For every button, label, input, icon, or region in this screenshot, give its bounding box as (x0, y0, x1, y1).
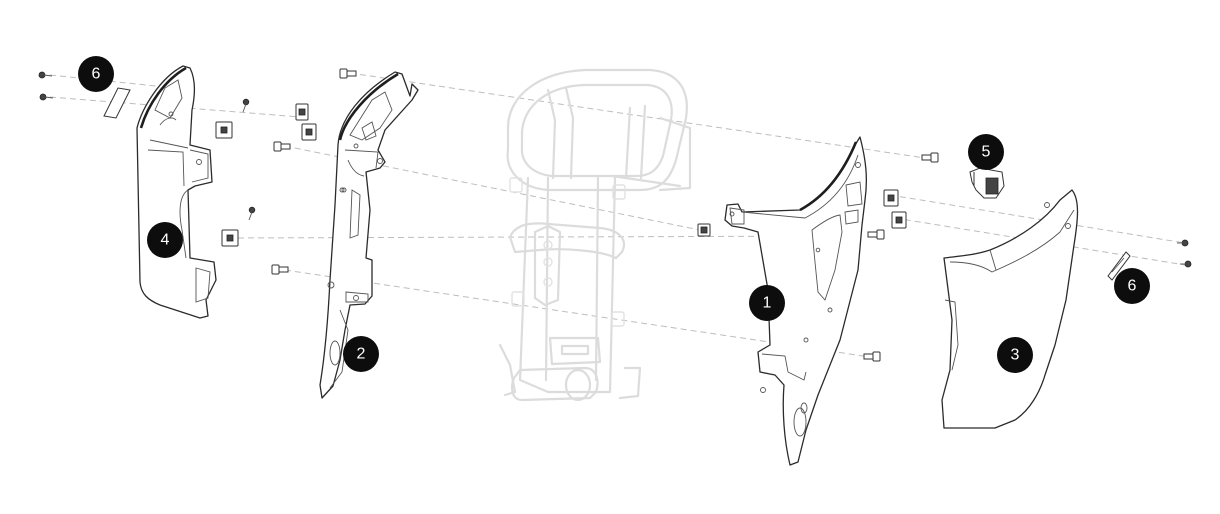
callout-2-circle (343, 336, 379, 372)
callout-3-circle (997, 337, 1033, 373)
clip-nut-5 (697, 223, 711, 237)
callout-6-left-label: 6 (92, 66, 101, 83)
callout-6-right: 6 (1114, 268, 1150, 304)
bolt-mid-right (867, 229, 885, 240)
part-2-left-inner-panel (319, 71, 419, 399)
screw-left-bottom (39, 93, 54, 101)
callout-4: 4 (147, 222, 183, 258)
clip-nuts (215, 103, 907, 247)
callout-3: 3 (997, 337, 1033, 373)
callout-3-label: 3 (1011, 347, 1020, 364)
callout-4-circle (147, 222, 183, 258)
screw-fasteners (38, 71, 1192, 268)
bolt-top-left (339, 68, 357, 79)
part-6-trim-strips (103, 87, 1131, 281)
callout-2: 2 (343, 336, 379, 372)
callout-6-right-label: 6 (1128, 278, 1137, 295)
callout-badges: 6 4 2 1 5 3 6 (78, 56, 1150, 373)
bolt-low-right (863, 351, 881, 362)
bolt-fasteners (271, 68, 939, 362)
callout-4-label: 4 (161, 232, 170, 249)
callout-1: 1 (749, 285, 785, 321)
part-4-left-outer-panel (136, 65, 217, 319)
screw-right-top (1177, 239, 1189, 247)
clip-nut-6 (883, 189, 899, 207)
callout-5-label: 5 (982, 144, 991, 161)
part-1-right-inner-panel (724, 136, 868, 466)
screw-center-lower (248, 206, 256, 221)
callout-2-label: 2 (357, 346, 366, 363)
clip-nut-2 (221, 229, 239, 247)
callout-5: 5 (968, 134, 1004, 170)
clip-nut-3 (295, 103, 309, 121)
screw-center-upper (242, 98, 250, 113)
callout-1-label: 1 (763, 295, 772, 312)
ghost-frame-structure (498, 68, 692, 402)
callout-6-left: 6 (78, 56, 114, 92)
callout-6-right-circle (1114, 268, 1150, 304)
callout-5-circle (968, 134, 1004, 170)
bolt-low-left (271, 264, 289, 275)
small-washers (327, 187, 766, 393)
clip-nut-7 (891, 211, 907, 229)
bolt-top-right (921, 152, 939, 163)
callout-6-left-circle (78, 56, 114, 92)
screw-right-bottom (1180, 260, 1192, 268)
callout-1-circle (749, 285, 785, 321)
screw-left-top (38, 71, 53, 79)
bolt-mid-left (273, 141, 291, 152)
clip-nut-4 (301, 123, 317, 141)
part-3-right-outer-panel (941, 189, 1079, 429)
part-5-clip (969, 167, 1005, 199)
clip-nut-1 (215, 121, 233, 139)
